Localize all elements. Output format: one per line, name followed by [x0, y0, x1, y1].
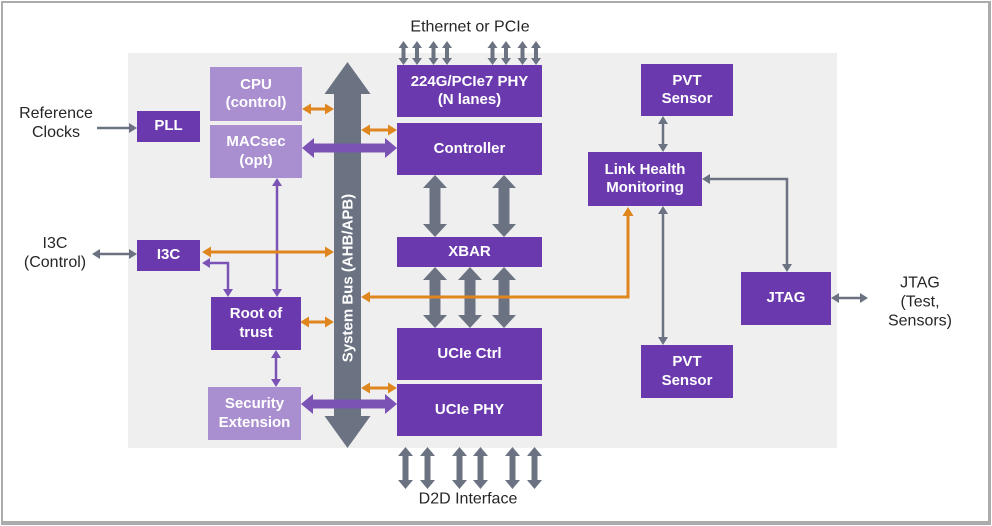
label-reference-clocks: Reference Clocks	[19, 105, 93, 141]
box-security-extension: Security Extension	[208, 387, 301, 440]
macsec-controller-arrow	[302, 138, 397, 158]
box-link-health-monitoring-label: Link Health Monitoring	[604, 160, 686, 196]
box-ucie-ctrl: UCIe Ctrl	[397, 328, 542, 380]
box-ucie-ctrl-label: UCIe Ctrl	[437, 344, 502, 362]
box-macsec-label: MACsec (opt)	[226, 133, 286, 169]
i3c-bus-arrow	[202, 246, 334, 258]
box-security-extension-label: Security Extension	[218, 395, 291, 431]
box-cpu-control: CPU (control)	[210, 67, 302, 121]
box-macsec: MACsec (opt)	[210, 125, 302, 178]
d2d-arrow-5	[505, 447, 520, 489]
ethernet-arrow-5	[487, 41, 498, 65]
rot-secext-arrow	[271, 350, 281, 387]
lhm-jtag-arrow	[702, 174, 792, 272]
box-pvt-sensor-top: PVT Sensor	[641, 64, 733, 116]
box-xbar: XBAR	[397, 237, 542, 267]
macsec-rot-arrow	[272, 178, 282, 297]
controller-xbar-arrow-1	[423, 175, 447, 237]
ethernet-arrow-7	[517, 41, 528, 65]
box-ucie-phy: UCIe PHY	[397, 384, 542, 436]
ethernet-arrow-3	[428, 41, 439, 65]
d2d-arrow-1	[398, 447, 413, 489]
d2d-arrow-4	[473, 447, 488, 489]
box-controller: Controller	[397, 123, 542, 175]
box-i3c-label: I3C	[156, 246, 181, 264]
box-pll-label: PLL	[154, 117, 183, 135]
system-bus-label: System Bus (AHB/APB)	[339, 193, 357, 363]
d2d-arrow-6	[527, 447, 542, 489]
refclocks-pll-arrow	[97, 123, 137, 133]
ethernet-arrow-6	[501, 41, 511, 65]
box-controller-label: Controller	[433, 139, 506, 157]
box-cpu-control-label: CPU (control)	[225, 75, 287, 111]
box-jtag: JTAG	[741, 272, 831, 325]
ethernet-arrow-2	[412, 41, 422, 65]
lhm-pvtbottom-arrow	[658, 206, 668, 345]
box-pvt-sensor-bottom-label: PVT Sensor	[661, 353, 713, 389]
system-bus-arrow	[324, 62, 371, 448]
label-jtag-test-sensors: JTAG (Test, Sensors)	[887, 274, 953, 330]
cpu-bus-arrow	[302, 103, 334, 115]
box-jtag-label: JTAG	[766, 289, 806, 307]
ethernet-arrow-8	[531, 41, 541, 65]
label-d2d-interface: D2D Interface	[418, 490, 518, 508]
box-root-of-trust: Root of trust	[211, 297, 301, 350]
d2d-arrow-2	[420, 447, 435, 489]
box-pll: PLL	[137, 111, 200, 142]
box-link-health-monitoring: Link Health Monitoring	[588, 152, 702, 206]
rot-bus-arrow	[300, 316, 334, 328]
d2d-arrow-3	[452, 447, 467, 489]
box-pvt-sensor-top-label: PVT Sensor	[661, 71, 713, 107]
bus-ucie-arrow	[361, 382, 397, 394]
bus-controller-arrow	[361, 124, 397, 136]
label-ethernet-or-pcie: Ethernet or PCIe	[410, 18, 530, 36]
pvttop-lhm-arrow	[658, 116, 668, 152]
i3clabel-i3c-arrow	[92, 249, 137, 259]
bus-lhm-arrow	[361, 207, 634, 303]
controller-xbar-arrow-2	[492, 175, 516, 237]
label-i3c-control: I3C (Control)	[23, 235, 87, 271]
box-i3c: I3C	[137, 240, 200, 271]
box-xbar-label: XBAR	[448, 242, 491, 260]
box-root-of-trust-label: Root of trust	[229, 305, 283, 341]
ethernet-arrow-4	[442, 41, 452, 65]
box-224g-pcie7-phy-label: 224G/PCIe7 PHY (N lanes)	[410, 72, 529, 108]
box-ucie-phy-label: UCIe PHY	[434, 400, 505, 418]
jtag-label-arrow	[831, 293, 868, 303]
box-pvt-sensor-bottom: PVT Sensor	[641, 345, 733, 398]
i3c-rot-arrow	[202, 258, 233, 297]
ethernet-arrow-1	[398, 41, 409, 65]
box-224g-pcie7-phy: 224G/PCIe7 PHY (N lanes)	[397, 65, 542, 117]
secext-uciephy-arrow	[301, 394, 397, 414]
